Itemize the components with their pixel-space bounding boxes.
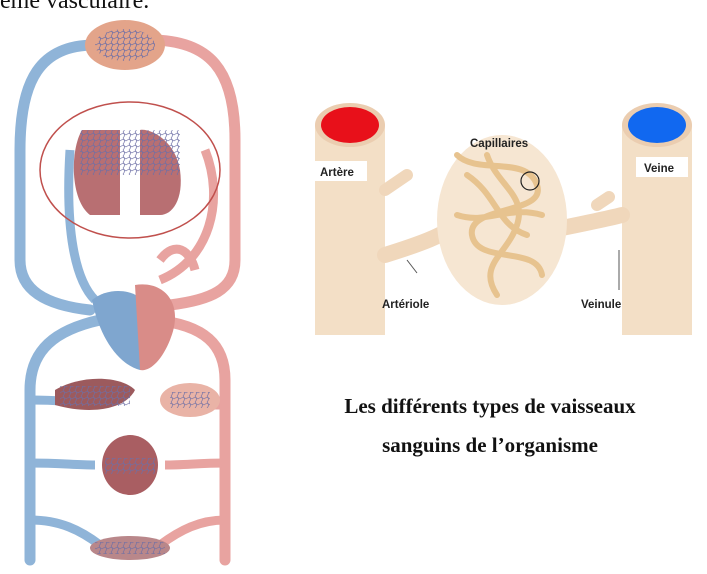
lower-body-capillary-network (95, 542, 165, 554)
lungs-capillary-network (80, 130, 180, 175)
capillaries-label: Capillaires (470, 138, 528, 150)
artery-lumen (321, 107, 379, 143)
red-branch-kidney (165, 463, 225, 465)
small-venule-branch (597, 197, 609, 205)
artery-label: Artère (320, 167, 354, 179)
brain-capillary-network (95, 29, 155, 61)
caption-line-1: Les différents types de vaisseaux (280, 394, 700, 419)
arteriole-label: Artériole (382, 299, 429, 311)
digestive-capillary-network (170, 392, 210, 408)
red-branch-lower (160, 520, 225, 545)
blue-branch-kidney (30, 463, 95, 465)
blood-vessel-network-illustration: Artère Veine Capillaires Artériole Veinu… (297, 95, 707, 345)
arteriole-leader-line (407, 260, 417, 273)
heart-left-side (135, 284, 175, 370)
venule-label: Veinule (581, 299, 621, 311)
vein-lumen (628, 107, 686, 143)
liver-capillary-network (60, 386, 130, 406)
vein-label: Veine (644, 163, 674, 175)
caption-line-2: sanguins de l’organisme (280, 433, 700, 458)
blue-branch-lower (30, 520, 100, 545)
kidney-capillary-network (105, 458, 155, 474)
vein-vessel (622, 125, 692, 335)
small-arteriole-branch (385, 175, 407, 190)
artery-vessel (315, 125, 385, 335)
circulatory-system-illustration (0, 0, 260, 574)
